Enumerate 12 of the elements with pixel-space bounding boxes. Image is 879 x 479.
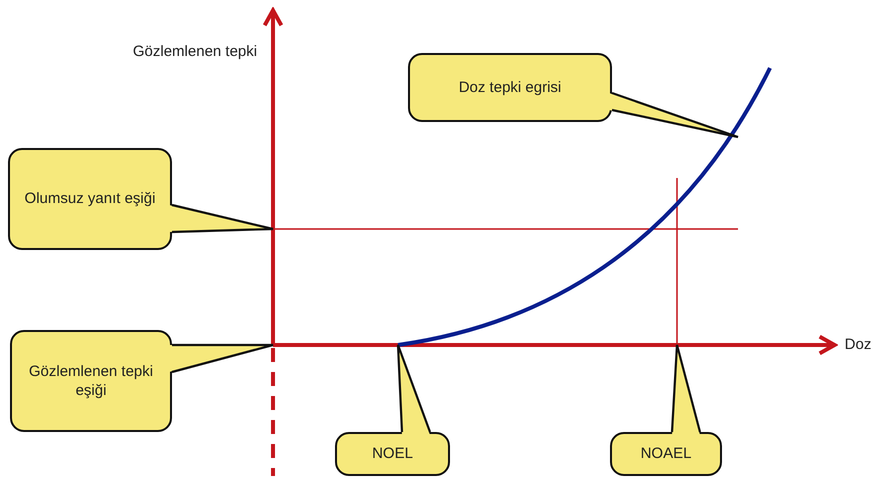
callout-box — [610, 432, 722, 476]
y-axis-label: Gözlemlenen tepki — [132, 42, 258, 62]
callout-text: Olumsuz yanıt eşiği — [24, 189, 156, 209]
callout-box — [408, 53, 612, 122]
callout-text: Doz tepki egrisi — [458, 78, 562, 98]
callout-text: Gözlemlenen tepki eşiği — [28, 362, 154, 400]
callout-text: NOEL — [372, 444, 413, 464]
x-axis-label: Doz — [844, 335, 872, 354]
callout-box — [8, 148, 172, 250]
callout-text: NOAEL — [640, 444, 692, 464]
callout-box — [10, 330, 172, 432]
callout-box — [335, 432, 450, 476]
